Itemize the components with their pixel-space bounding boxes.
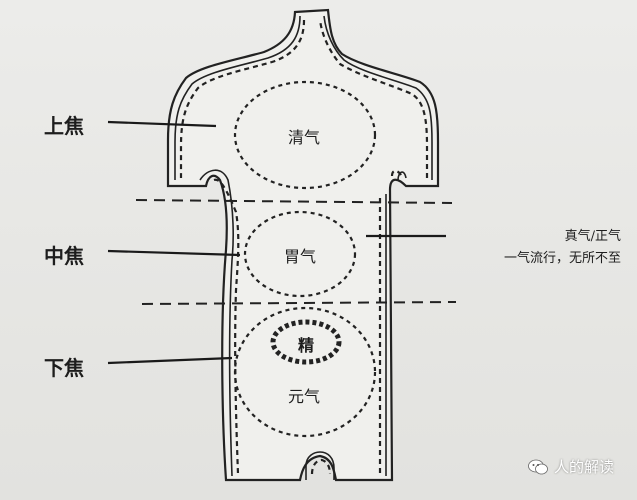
essence-label: 精 xyxy=(298,336,315,355)
lower-pointer xyxy=(107,356,233,365)
side-note-line2: 一气流行，无所不至 xyxy=(503,251,621,266)
stomach-qi-ellipse xyxy=(243,210,357,298)
crotch-notch xyxy=(305,451,335,480)
middle-pointer xyxy=(107,249,241,257)
clear-qi-ellipse xyxy=(233,80,377,190)
original-qi-label: 元气 xyxy=(288,387,321,406)
watermark: 人的解读 xyxy=(528,456,614,477)
wechat-icon xyxy=(528,459,548,474)
original-qi-ellipse xyxy=(233,306,377,438)
stomach-qi-label: 胃气 xyxy=(284,247,317,266)
torso-inner-line xyxy=(174,15,433,477)
side-note: 真气/正气 一气流行，无所不至 xyxy=(504,226,621,270)
lower-burner-label: 下焦 xyxy=(44,356,84,380)
upper-pointer xyxy=(107,120,217,128)
upper-burner-label: 上焦 xyxy=(44,114,84,138)
middle-lower-divider xyxy=(141,301,457,305)
clear-qi-label: 清气 xyxy=(288,128,321,147)
watermark-text: 人的解读 xyxy=(554,458,615,476)
middle-burner-label: 中焦 xyxy=(44,244,84,268)
torso-dashed-lining xyxy=(179,19,429,475)
essence-ellipse xyxy=(270,319,342,365)
side-note-line1: 真气/正气 xyxy=(564,229,621,244)
